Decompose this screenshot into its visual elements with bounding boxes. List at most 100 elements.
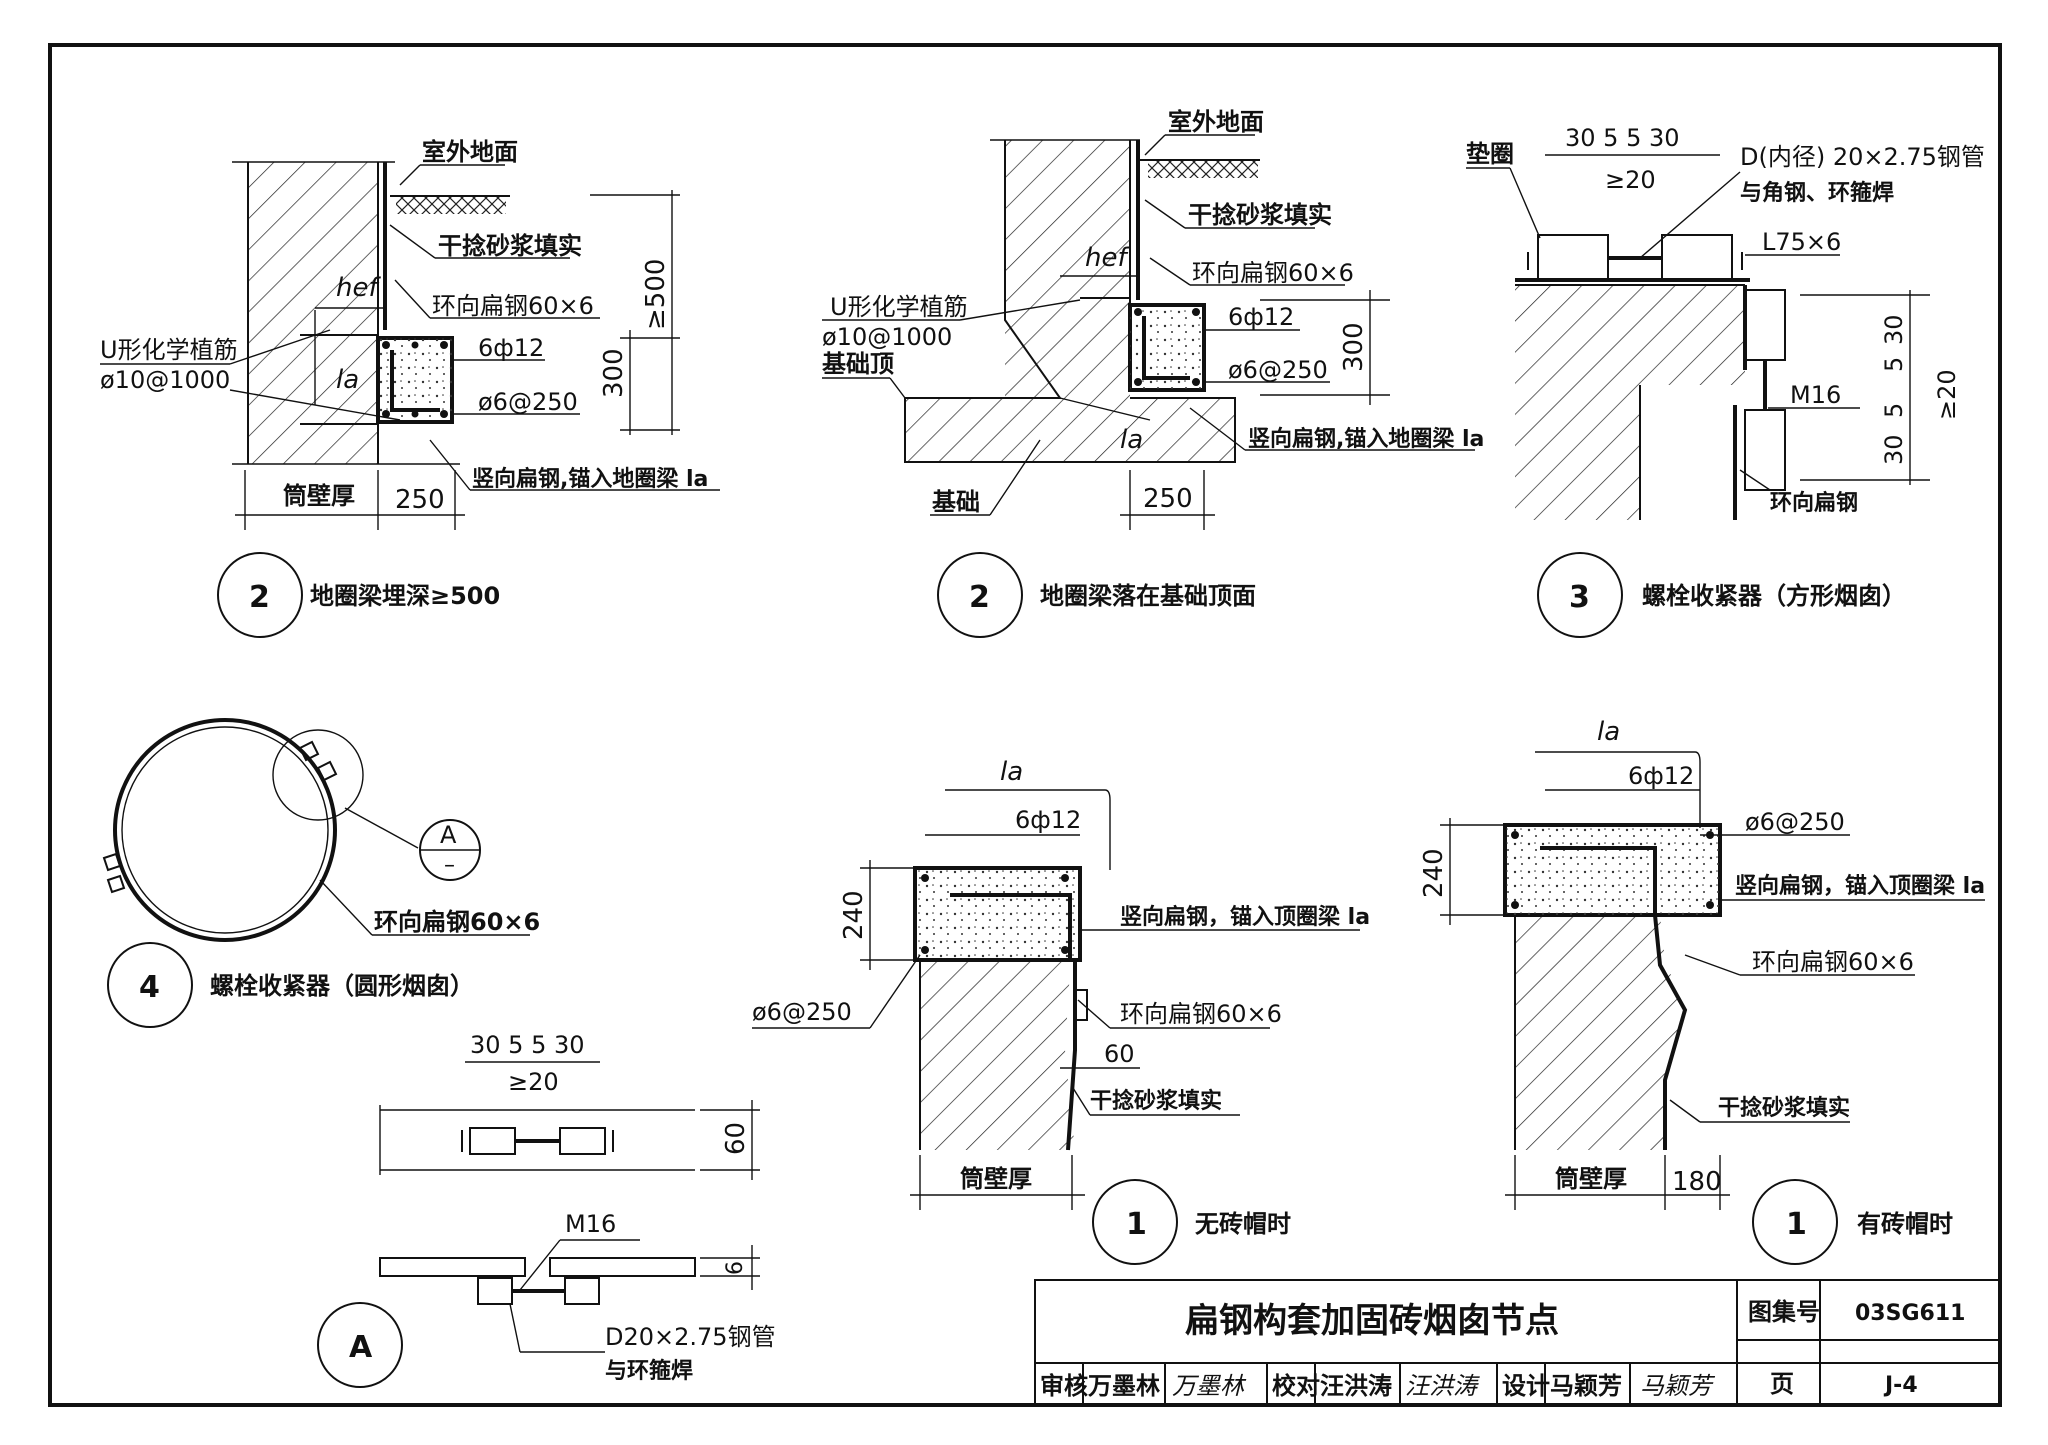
mortar-label: 干捻砂浆填实: [1188, 201, 1332, 229]
detail-number: 3: [1569, 580, 1590, 615]
dim-250: 250: [1143, 484, 1193, 514]
detail-number: 1: [1786, 1207, 1807, 1242]
angle-label: L75×6: [1762, 228, 1841, 256]
foundation-top-label: 基础顶: [822, 350, 894, 378]
dims-top: 30 5 5 30: [1565, 124, 1680, 152]
la-label: la: [336, 365, 359, 395]
rebar-label: 6ф12: [1228, 303, 1294, 331]
dim-v5a: 5: [1880, 357, 1908, 372]
designer-name: 马颖芳: [1550, 1372, 1622, 1400]
detail-number: 2: [249, 580, 270, 615]
rebar-label: 6ф12: [1015, 806, 1081, 834]
dim-180: 180: [1672, 1167, 1722, 1197]
ref-sub: –: [444, 853, 455, 878]
detail-caption: 有砖帽时: [1857, 1210, 1953, 1238]
detail-caption: 地圈梁落在基础顶面: [1040, 582, 1256, 610]
detail-number-circle: [1092, 1179, 1178, 1265]
rebar-label: 6ф12: [478, 334, 544, 362]
detail-a-tensioner: 30 5 5 30 ≥20 60 6 M16 D20×2.75钢管 与环箍焊 A: [317, 1031, 776, 1388]
dim-v5b: 5: [1880, 403, 1908, 418]
stirrup-label: ø6@250: [1745, 808, 1845, 836]
checker-signature: 汪洪涛: [1405, 1372, 1480, 1400]
pipe-weld-label: 与角钢、环箍焊: [1740, 180, 1894, 206]
u-rebar-spec-label: ø10@1000: [822, 323, 952, 351]
ring-steel-label: 环向扁钢60×6: [374, 908, 540, 936]
stirrup-label: ø6@250: [478, 388, 578, 416]
page-label: 页: [1770, 1370, 1794, 1398]
designer-signature: 马颖芳: [1640, 1372, 1716, 1400]
dim-v30b: 30: [1880, 434, 1908, 465]
vertical-steel-label: 竖向扁钢,锚入地圈梁 la: [1248, 426, 1484, 452]
ref-letter: A: [440, 821, 457, 849]
dim-500: ≥500: [641, 259, 671, 330]
mortar-label: 干捻砂浆填实: [1718, 1095, 1850, 1121]
vertical-steel-label: 竖向扁钢,锚入地圈梁 la: [472, 466, 708, 492]
dim-300: 300: [599, 348, 629, 398]
u-rebar-label: U形化学植筋: [100, 336, 238, 364]
vertical-steel-label: 竖向扁钢，锚入顶圈梁 la: [1120, 904, 1370, 930]
la-label: la: [1120, 425, 1143, 455]
washer-block: [1537, 234, 1609, 281]
la-label: la: [1000, 757, 1023, 787]
bolt-label: M16: [1790, 381, 1841, 409]
la-label: la: [1597, 717, 1620, 747]
detail-number-circle: [937, 552, 1023, 638]
atlas-label: 图集号: [1748, 1298, 1820, 1326]
detail-number-circle: [317, 1302, 403, 1388]
dim-v20: ≥20: [1933, 369, 1961, 420]
ring-steel-label: 环向扁钢60×6: [432, 292, 594, 320]
washer-label: 垫圈: [1466, 140, 1514, 168]
detail-caption: 螺栓收紧器（方形烟囱）: [1642, 582, 1906, 610]
ring-steel-label: 环向扁钢60×6: [1192, 259, 1354, 287]
reviewer-name: 万墨林: [1088, 1372, 1160, 1400]
detail-number-circle: [217, 552, 303, 638]
detail-number-circle: [1537, 552, 1623, 638]
title-block: 扁钢构套加固砖烟囱节点 图集号 03SG611 页 J-4 审核 万墨林 万墨林…: [1034, 1279, 2001, 1406]
detail-caption: 螺栓收紧器（圆形烟囱）: [210, 972, 474, 1000]
vertical-steel-label: 竖向扁钢，锚入顶圈梁 la: [1735, 873, 1985, 899]
ground-label: 室外地面: [422, 138, 518, 166]
min20-label: ≥20: [1605, 166, 1656, 194]
wall-thickness-label: 筒壁厚: [283, 482, 355, 510]
detail-number: 1: [1126, 1207, 1147, 1242]
mortar-label: 干捻砂浆填实: [1090, 1088, 1222, 1114]
pipe-weld-label: 与环箍焊: [605, 1358, 693, 1384]
dim-60: 60: [1104, 1040, 1135, 1068]
page-number: J-4: [1883, 1373, 1918, 1398]
detail-4-round-tensioner: A – 环向扁钢60×6 4 螺栓收紧器（圆形烟囱）: [102, 718, 540, 1028]
mortar-label: 干捻砂浆填实: [438, 232, 582, 260]
detail-caption: 地圈梁埋深≥500: [310, 582, 500, 610]
stirrup-label: ø6@250: [752, 998, 852, 1026]
wall-thickness-label: 筒壁厚: [1555, 1165, 1627, 1193]
detail-number: 2: [969, 580, 990, 615]
hef-label: hef: [1085, 243, 1130, 273]
bolt-label: M16: [565, 1210, 616, 1238]
dim-250: 250: [395, 485, 445, 515]
detail-number: A: [349, 1330, 373, 1365]
u-rebar-label: U形化学植筋: [830, 293, 968, 321]
checker-name: 汪洪涛: [1320, 1372, 1392, 1400]
chimney-ring: [113, 718, 337, 942]
detail-ref-circle: [272, 729, 364, 821]
detail-2-foundation-beam: hef 室外地面 干捻砂浆填实 环向扁钢60×6 6ф12 ø6@250 竖向扁…: [822, 108, 1484, 638]
dim-240: 240: [1419, 848, 1449, 898]
min20-label: ≥20: [508, 1068, 559, 1096]
reviewer-signature: 万墨林: [1172, 1372, 1247, 1400]
rebar-label: 6ф12: [1628, 762, 1694, 790]
drawing-title: 扁钢构套加固砖烟囱节点: [1185, 1301, 1559, 1341]
ground-label: 室外地面: [1168, 108, 1264, 136]
detail-2-deep-beam: hef 室外地面 干捻砂浆填实 环向扁钢60×6 6ф12 ø6@250 竖向扁…: [100, 138, 720, 638]
detail-number: 4: [139, 970, 160, 1005]
foundation-label: 基础: [932, 488, 980, 516]
design-label: 设计: [1502, 1372, 1550, 1400]
detail-1-with-cap: la 6ф12 ø6@250 240 竖向扁钢，锚入顶圈梁 la 环向扁钢60×…: [1419, 717, 1985, 1265]
wall-thickness-label: 筒壁厚: [960, 1165, 1032, 1193]
u-rebar-spec-label: ø10@1000: [100, 366, 230, 394]
dims-top: 30 5 5 30: [470, 1031, 585, 1059]
check-label: 校对: [1272, 1372, 1320, 1400]
dim-6: 6: [723, 1261, 748, 1275]
dim-240: 240: [839, 890, 869, 940]
atlas-number: 03SG611: [1855, 1301, 1965, 1326]
